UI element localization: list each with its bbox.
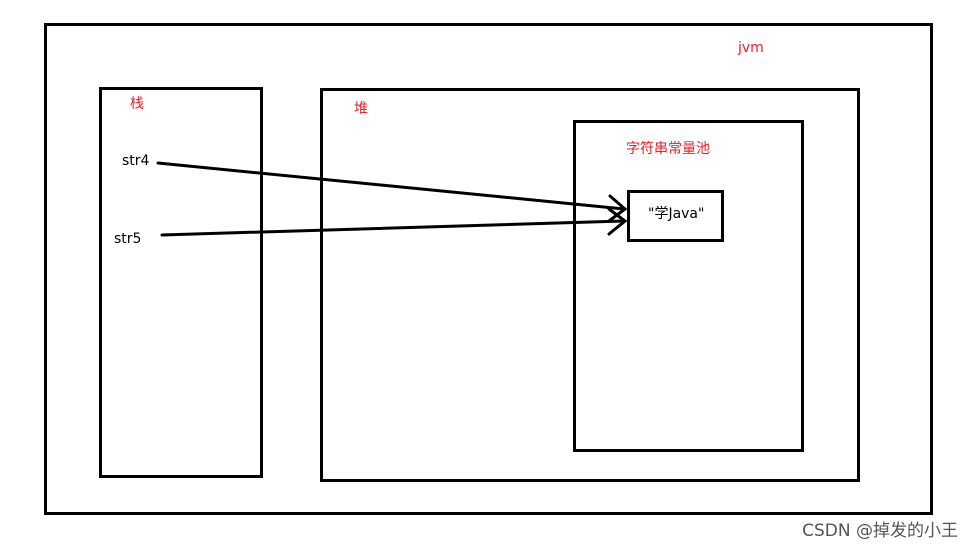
stack-box bbox=[99, 87, 263, 478]
string-pool-box bbox=[573, 120, 804, 452]
variable-str4: str4 bbox=[122, 153, 150, 169]
jvm-box bbox=[44, 23, 933, 515]
variable-str5: str5 bbox=[114, 231, 142, 247]
string-pool-label: 字符串常量池 bbox=[626, 141, 710, 157]
string-value-text: "学Java" bbox=[648, 206, 705, 222]
jvm-label: jvm bbox=[738, 40, 764, 56]
heap-box bbox=[320, 88, 860, 482]
stack-label: 栈 bbox=[130, 96, 144, 112]
watermark: CSDN @掉发的小王 bbox=[802, 521, 958, 541]
heap-label: 堆 bbox=[354, 101, 368, 117]
string-value-box bbox=[627, 190, 724, 242]
